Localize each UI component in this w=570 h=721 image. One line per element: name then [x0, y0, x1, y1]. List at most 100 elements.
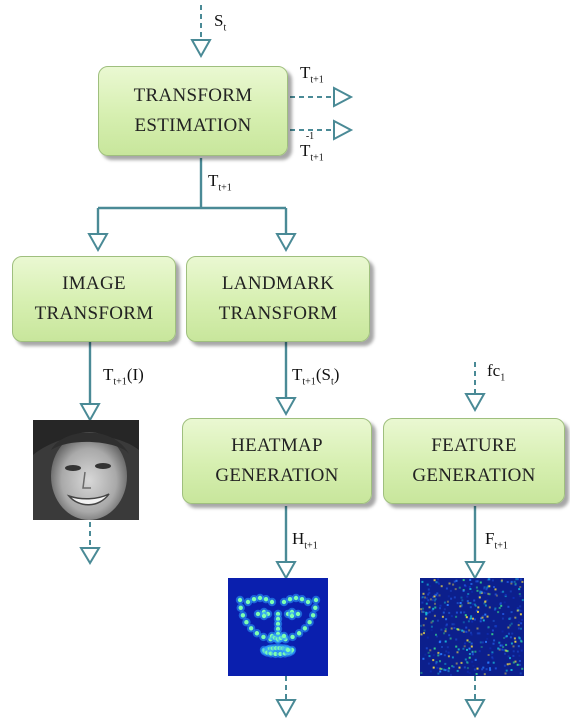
- feature-noise-pixel: [449, 589, 452, 592]
- heatmap-landmark-dot: [255, 611, 261, 617]
- feature-noise-pixel: [420, 624, 422, 627]
- feature-noise-pixel: [470, 645, 473, 648]
- feature-noise-pixel: [423, 632, 425, 635]
- feature-noise-pixel: [437, 654, 440, 657]
- feature-noise-pixel: [483, 673, 486, 676]
- feature-noise-pixel: [518, 637, 521, 640]
- fc-input-arrowhead: [464, 393, 486, 413]
- feature-noise-pixel: [508, 662, 511, 665]
- feature-noise-pixel: [422, 624, 425, 627]
- st-input-arrowhead: [190, 39, 212, 59]
- landmark-branch-arrowhead: [275, 233, 297, 253]
- feature-noise-pixel: [506, 581, 509, 583]
- feature-noise-pixel: [470, 631, 472, 634]
- feature-noise-pixel: [493, 586, 495, 588]
- feature-noise-pixel: [459, 611, 462, 614]
- feature-noise-pixel: [497, 647, 500, 650]
- feature-noise-pixel: [455, 615, 458, 618]
- feature-noise-pixel: [498, 606, 501, 609]
- feature-noise-pixel: [485, 588, 488, 591]
- transform-estimation-box: TRANSFORM ESTIMATION: [98, 66, 288, 156]
- feature-noise-pixel: [512, 596, 515, 599]
- feature-noise-pixel: [482, 619, 485, 622]
- feature-noise-pixel: [425, 613, 428, 616]
- feature-noise-pixel: [484, 604, 487, 607]
- feature-noise-pixel: [429, 670, 432, 673]
- feature-noise-pixel: [488, 585, 491, 588]
- feature-noise-pixel: [455, 662, 458, 665]
- feature-noise-pixel: [495, 594, 498, 597]
- feature-noise-pixel: [521, 619, 524, 621]
- feature-noise-pixel: [460, 596, 463, 599]
- feature-noise-pixel: [475, 673, 478, 675]
- feature-noise-pixel: [493, 639, 496, 642]
- heatmap-landmark-dot: [302, 626, 308, 631]
- feature-noise-pixel: [427, 651, 430, 654]
- feature-noise-pixel: [447, 655, 450, 658]
- feature-noise-pixel: [473, 599, 476, 602]
- feature-noise-pixel: [484, 592, 487, 595]
- heatmap-landmark-dot: [245, 599, 251, 605]
- feature-noise-pixel: [486, 599, 489, 602]
- feature-noise-pixel: [436, 666, 439, 669]
- feature-noise-pixel: [439, 667, 442, 670]
- feature-noise-pixel: [462, 647, 465, 650]
- feature-noise-pixel: [498, 647, 501, 650]
- feature-noise-pixel: [427, 662, 430, 665]
- feature-noise-pixel: [432, 666, 435, 669]
- feature-noise-pixel: [461, 629, 464, 632]
- feature-noise-pixel: [422, 592, 425, 595]
- feature-noise-pixel: [517, 645, 520, 648]
- feature-noise-pixel: [424, 596, 426, 599]
- feature-noise-pixel: [471, 653, 474, 656]
- feature-noise-pixel: [453, 580, 456, 583]
- feature-noise-pixel: [431, 599, 434, 602]
- heatmap-landmark-dot: [281, 633, 287, 639]
- feature-noise-pixel: [435, 661, 438, 664]
- feature-noise-pixel: [449, 637, 452, 640]
- feature-noise-pixel: [484, 616, 487, 619]
- feature-noise-pixel: [430, 629, 433, 631]
- feature-noise-pixel: [514, 660, 517, 663]
- feature-noise-pixel: [435, 581, 438, 584]
- feature-noise-pixel: [466, 595, 469, 598]
- feature-noise-pixel: [443, 668, 446, 671]
- box-line-2: GENERATION: [412, 465, 536, 486]
- feature-noise-pixel: [459, 602, 462, 604]
- box-line-1: TRANSFORM: [133, 85, 253, 106]
- feature-noise-pixel: [425, 597, 428, 600]
- feature-noise-pixel: [498, 648, 501, 651]
- face-image-thumbnail: [33, 420, 139, 520]
- feature-noise-pixel: [452, 665, 455, 668]
- feature-noise-pixel: [470, 633, 473, 636]
- feature-noise-pixel: [450, 597, 453, 600]
- feature-noise-pixel: [445, 587, 448, 590]
- feature-noise-pixel: [440, 585, 443, 588]
- feature-noise-pixel: [476, 632, 479, 635]
- feature-noise-pixel: [467, 593, 470, 595]
- feature-noise-pixel: [438, 582, 440, 585]
- feature-noise-pixel: [463, 584, 466, 587]
- feature-noise-pixel: [461, 599, 464, 602]
- st-label: St: [214, 11, 227, 34]
- feature-noise-pixel: [516, 609, 519, 612]
- feature-noise-pixel: [457, 628, 460, 631]
- heatmap-landmark-dot: [244, 620, 249, 625]
- heatmap-landmark-dot: [293, 595, 299, 601]
- feature-noise-pixel: [477, 606, 480, 609]
- feature-noise-pixel: [425, 611, 428, 614]
- feature-noise-pixel: [500, 604, 503, 607]
- feature-noise-pixel: [463, 645, 466, 648]
- feature-noise-pixel: [486, 578, 489, 581]
- feature-noise-pixel: [498, 641, 501, 644]
- feature-noise-pixel: [520, 627, 522, 630]
- feature-noise-pixel: [503, 601, 506, 604]
- feature-noise-pixel: [502, 613, 505, 615]
- feature-noise-pixel: [479, 581, 482, 584]
- feature-noise-pixel: [500, 579, 503, 582]
- feature-noise-pixel: [476, 580, 479, 583]
- feature-noise-pixel: [452, 583, 455, 586]
- feature-noise-pixel: [462, 630, 465, 633]
- feature-noise-pixel: [469, 602, 472, 605]
- feature-noise-pixel: [441, 615, 444, 618]
